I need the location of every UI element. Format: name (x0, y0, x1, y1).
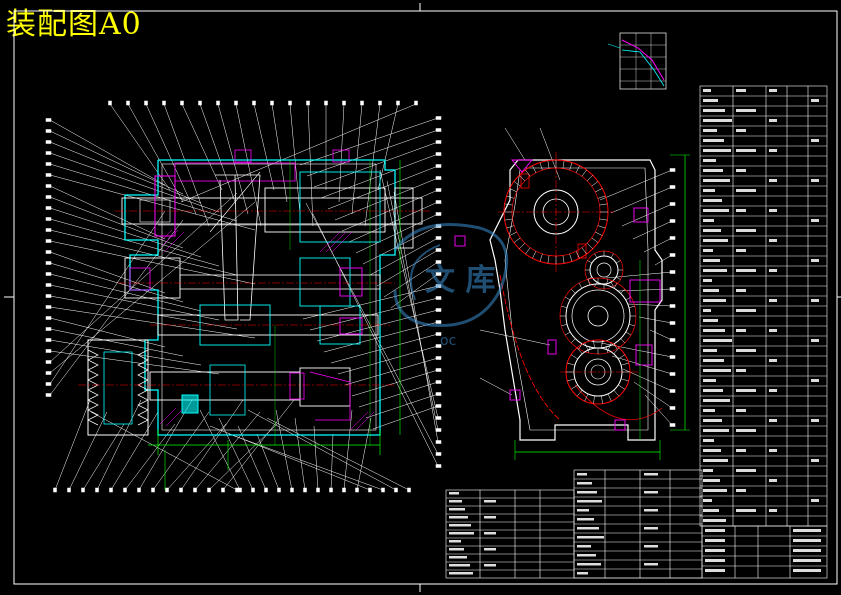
sectional-view (45, 100, 442, 493)
gear-parameter-chart (607, 32, 667, 90)
parts-list-table (699, 85, 828, 527)
watermark: 文 库 oc (393, 223, 509, 349)
technical-data-table (445, 469, 828, 579)
drawing-title: 装配图A0 (6, 7, 142, 42)
watermark-subtext: oc (440, 333, 456, 349)
drawing-frame (4, 3, 841, 592)
watermark-text: 文 库 (425, 263, 495, 298)
end-view (454, 127, 690, 460)
